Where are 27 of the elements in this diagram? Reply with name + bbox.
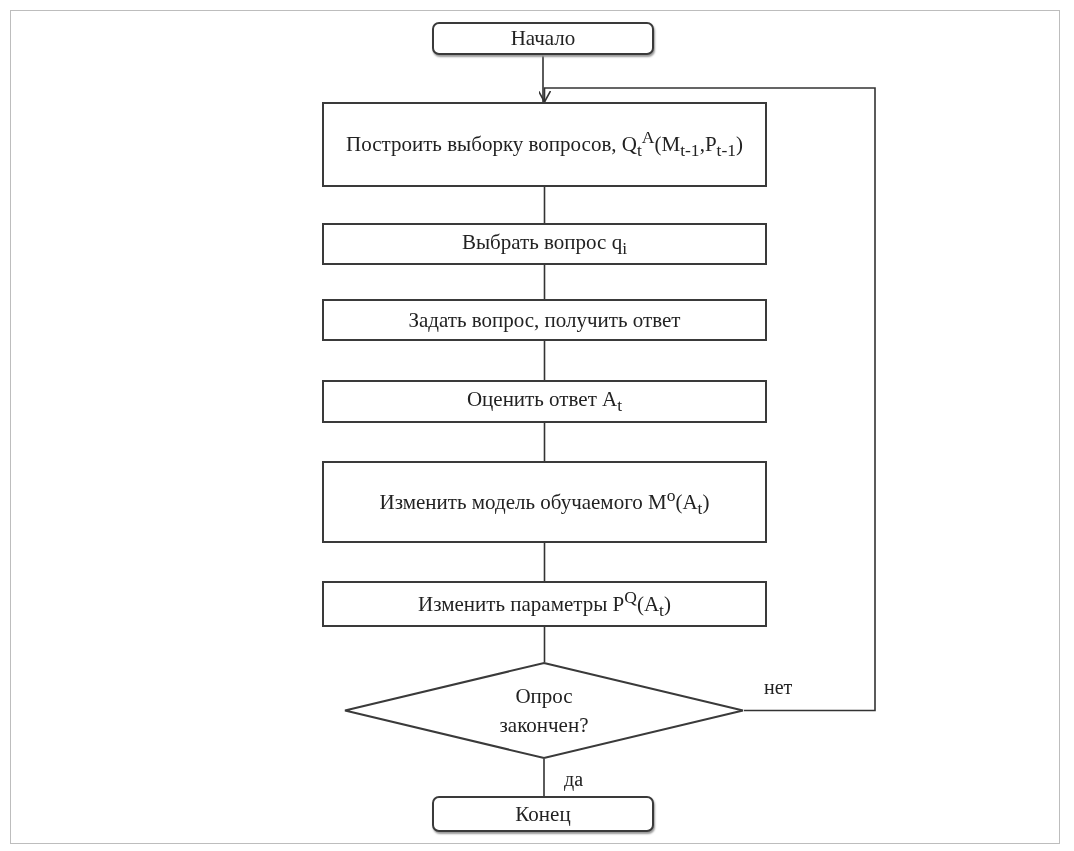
process-box — [322, 223, 767, 265]
connector-line — [543, 340, 546, 381]
terminal-box — [432, 22, 654, 55]
connector-line — [543, 186, 546, 224]
decision-diamond — [344, 662, 744, 759]
connector-line — [543, 542, 546, 582]
node-text: Построить выборку вопросов, Q$_{t}$$^{A}$(M$_{t-1}$,P$_{t-1}$) — [346, 126, 743, 163]
connector-line — [543, 422, 546, 462]
connector-line — [543, 264, 546, 300]
process-box — [322, 102, 767, 187]
connector-line — [542, 54, 544, 103]
terminal-box — [432, 796, 654, 832]
process-box — [322, 299, 767, 341]
process-box — [322, 581, 767, 627]
process-box — [322, 461, 767, 543]
connector-line — [543, 758, 545, 797]
node-text: Начало — [510, 25, 576, 53]
process-box — [322, 380, 767, 423]
node-text: Задать вопрос, получить ответ — [408, 306, 681, 334]
node-text: Опрос закончен? — [498, 683, 590, 739]
node-text: Изменить модель обучаемого M$^{o}$(A$_{t}$) — [379, 483, 710, 520]
node-text: Выбрать вопрос q$_{i}$ — [461, 228, 628, 260]
node-text: Изменить параметры P$^{Q}$(A$_{t}$) — [418, 585, 671, 622]
node-text: Оценить ответ A$_{t}$ — [466, 386, 623, 418]
node-text: Конец — [515, 800, 571, 828]
connector-line — [543, 626, 546, 663]
arrow — [537, 87, 876, 712]
